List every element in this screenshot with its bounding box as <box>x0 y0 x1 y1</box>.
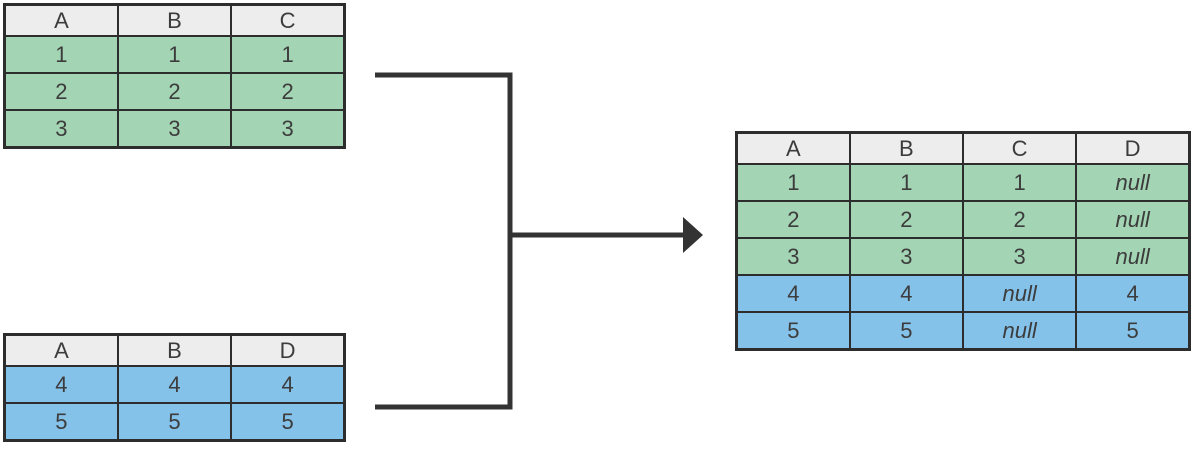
data-cell: 1 <box>848 163 965 202</box>
data-cell: 5 <box>3 402 119 442</box>
data-cell: 4 <box>735 274 851 313</box>
data-cell: 5 <box>848 311 965 351</box>
data-cell: 3 <box>230 109 346 149</box>
column-header: A <box>3 333 119 367</box>
data-cell: 4 <box>1075 274 1191 313</box>
data-cell: 2 <box>961 200 1078 239</box>
data-cell: 3 <box>3 109 119 149</box>
null-cell: null <box>1075 200 1191 239</box>
column-header: C <box>230 3 346 37</box>
null-cell: null <box>961 274 1078 313</box>
data-cell: 5 <box>735 311 851 351</box>
null-cell: null <box>1075 237 1191 276</box>
data-cell: 3 <box>848 237 965 276</box>
data-cell: 1 <box>3 35 119 74</box>
bracket-line <box>375 72 513 410</box>
column-header: B <box>116 333 233 367</box>
column-header: B <box>116 3 233 37</box>
data-cell: 1 <box>116 35 233 74</box>
data-cell: 2 <box>230 72 346 111</box>
null-cell: null <box>961 311 1078 351</box>
data-cell: 4 <box>848 274 965 313</box>
data-cell: 4 <box>116 365 233 404</box>
data-cell: 4 <box>3 365 119 404</box>
data-cell: 2 <box>735 200 851 239</box>
data-cell: 5 <box>116 402 233 442</box>
data-cell: 2 <box>116 72 233 111</box>
column-header: D <box>230 333 346 367</box>
column-header: C <box>961 131 1078 165</box>
column-header: D <box>1075 131 1191 165</box>
arrow-right-icon <box>683 217 703 253</box>
data-cell: 5 <box>1075 311 1191 351</box>
data-cell: 1 <box>735 163 851 202</box>
data-cell: 2 <box>848 200 965 239</box>
column-header: B <box>848 131 965 165</box>
data-cell: 1 <box>230 35 346 74</box>
column-header: A <box>3 3 119 37</box>
null-cell: null <box>1075 163 1191 202</box>
data-cell: 3 <box>961 237 1078 276</box>
data-cell: 2 <box>3 72 119 111</box>
data-cell: 3 <box>116 109 233 149</box>
data-cell: 4 <box>230 365 346 404</box>
column-header: A <box>735 131 851 165</box>
data-cell: 1 <box>961 163 1078 202</box>
data-cell: 3 <box>735 237 851 276</box>
data-cell: 5 <box>230 402 346 442</box>
